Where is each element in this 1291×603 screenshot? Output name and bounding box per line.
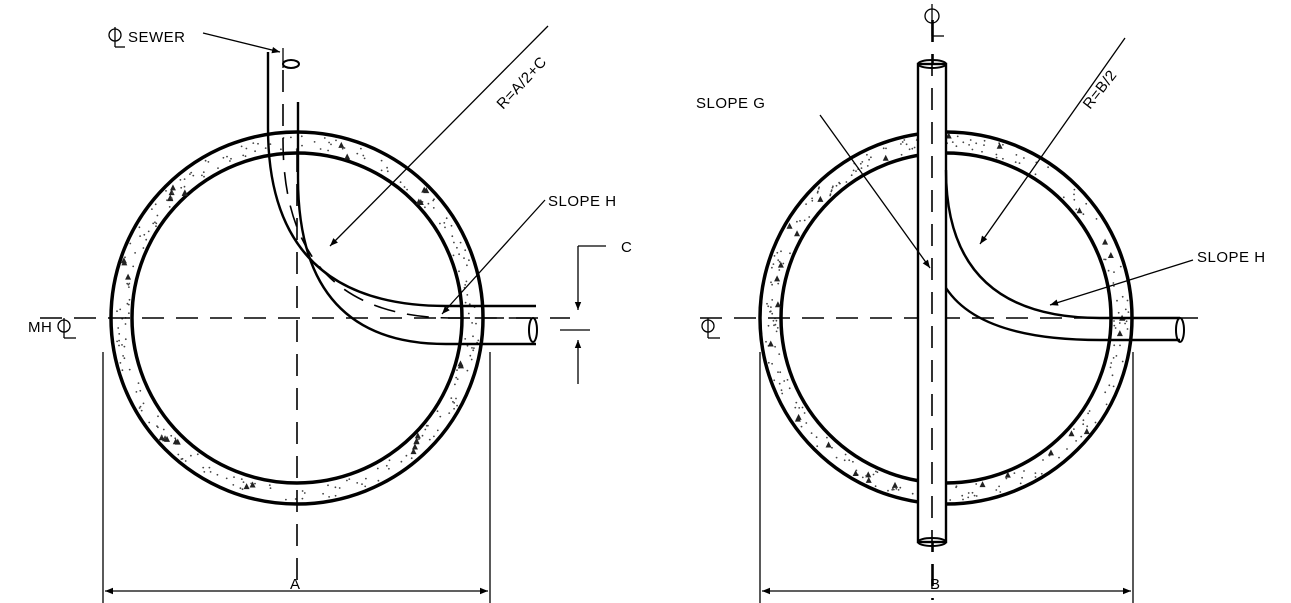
c-dimension bbox=[560, 245, 606, 384]
right-left-cl-symbol bbox=[701, 318, 720, 339]
a-dimension bbox=[102, 352, 491, 603]
manhole-label: MH bbox=[28, 319, 52, 336]
left-slope-leader bbox=[441, 199, 546, 315]
right-curved-pipe bbox=[944, 169, 1185, 343]
left-radius-label: R=A/2+C bbox=[493, 53, 550, 112]
sewer-label: SEWER bbox=[128, 29, 186, 46]
dimension-a-label: A bbox=[290, 576, 301, 593]
b-dimension bbox=[759, 352, 1134, 603]
right-vertical-pipe bbox=[916, 20, 948, 600]
dimension-b-label: B bbox=[930, 576, 941, 593]
manhole-cl-symbol bbox=[57, 318, 76, 339]
slope-g-label: SLOPE G bbox=[696, 95, 765, 112]
left-slope-label: SLOPE H bbox=[548, 193, 617, 210]
right-radius-leader bbox=[979, 37, 1126, 245]
slope-g-leader bbox=[819, 114, 931, 269]
right-top-cl-symbol bbox=[924, 4, 944, 37]
left-radius-leader bbox=[329, 25, 549, 247]
left-view: SEWER R=A/2+C SLOPE H C MH A bbox=[28, 25, 632, 603]
sewer-leader bbox=[202, 32, 281, 54]
left-sewer-pipe bbox=[266, 52, 540, 346]
right-view: SLOPE G R=B/2 SLOPE H B bbox=[696, 4, 1266, 603]
left-sewer-cl-symbol bbox=[108, 27, 125, 48]
right-slope-label: SLOPE H bbox=[1197, 249, 1266, 266]
right-wall-stipple bbox=[765, 132, 1130, 501]
offset-c-label: C bbox=[621, 239, 632, 256]
right-slope-leader bbox=[1049, 259, 1194, 306]
